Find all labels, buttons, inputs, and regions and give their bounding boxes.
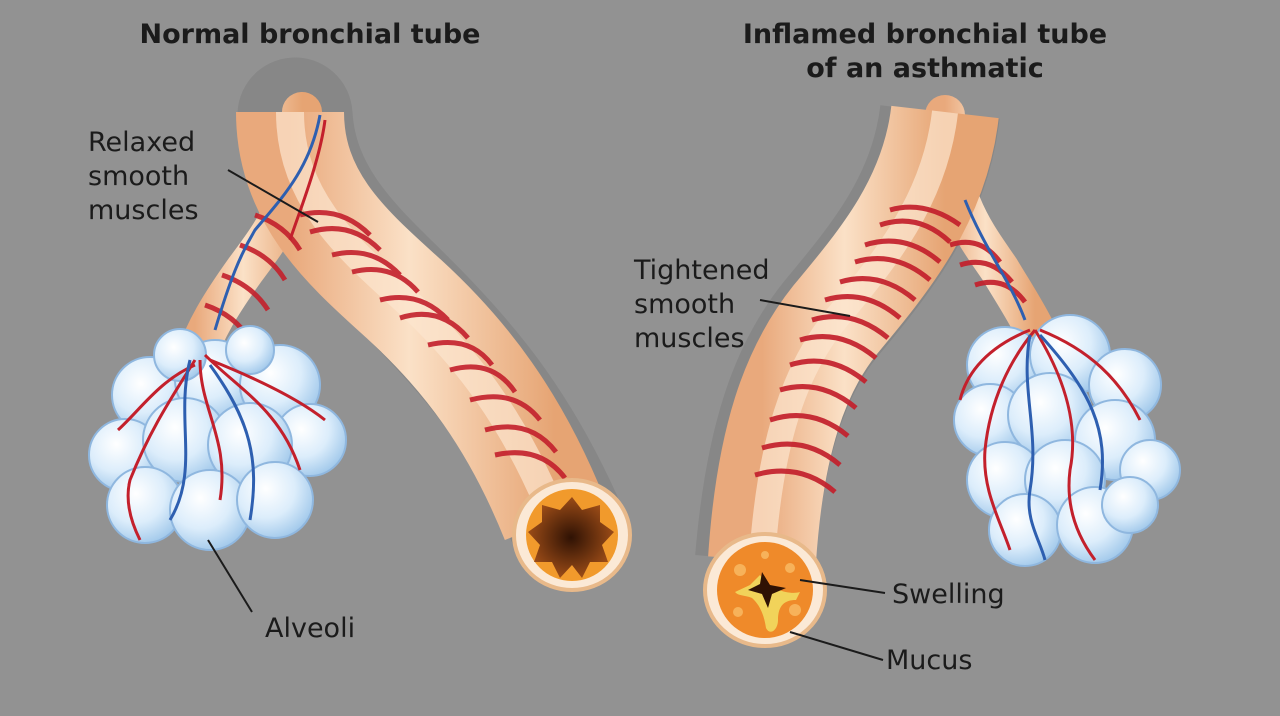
swelling-label: Swelling <box>892 579 1005 610</box>
relaxed-muscle-bands <box>204 210 567 480</box>
right-vessels <box>958 199 1142 561</box>
right-alveoli-cluster <box>953 314 1181 567</box>
normal-lumen <box>528 497 614 578</box>
leader-lines <box>207 169 886 661</box>
relaxed-smooth-muscles-label: Relaxed smooth muscles <box>88 127 199 226</box>
tightened-smooth-muscles-label: Tightened smooth muscles <box>634 255 770 354</box>
inflamed-tube-title: Inflamed bronchial tube of an asthmatic <box>742 19 1108 84</box>
normal-bronchus <box>88 57 632 592</box>
mucus-label: Mucus <box>886 645 973 676</box>
tightened-muscle-bands <box>754 204 1028 494</box>
inflamed-bronchus <box>695 95 1181 648</box>
left-vessels <box>116 114 327 541</box>
alveoli-label: Alveoli <box>265 613 356 644</box>
narrow-lumen <box>748 572 786 608</box>
normal-tube-title: Normal bronchial tube <box>139 19 481 50</box>
